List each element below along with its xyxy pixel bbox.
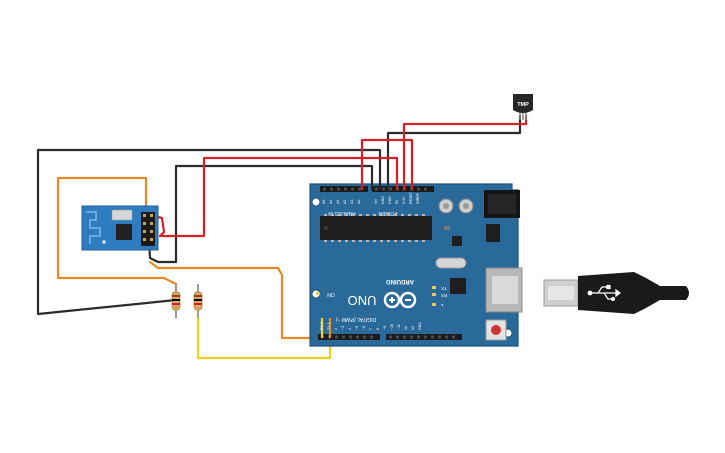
wire-ends [320,182,414,338]
analog-pin-label: A1 [350,200,354,204]
tx-label: TX [441,286,447,291]
esp-chip [116,224,132,240]
l-led [432,303,436,306]
esp8266-module[interactable] [81,205,159,251]
usb-controller-chip [450,278,466,294]
digital-pin-label: GND [418,322,422,330]
black-wire-esp[interactable] [147,164,374,264]
digital-pin-label: 4 [348,328,352,330]
digital-pin-label: ~5 [355,326,359,330]
digital-pin-label: 2 [334,328,338,330]
tmp-label: TMP [517,102,529,108]
digital-pin-label: 7 [369,328,373,330]
digital-pin-label: 8 [376,328,380,330]
resistor-1[interactable] [171,284,181,318]
wires [36,114,528,360]
black-wire-gnd-left[interactable] [36,148,382,316]
red-wire-esp-3v3[interactable] [148,156,399,238]
power-pin-label: 5V [395,199,399,204]
power-label: POWER [378,210,397,216]
analog-pin-label: A4 [329,200,333,204]
tx-led [432,286,436,289]
power-pin-label: RESET [409,191,413,204]
model-label: UNO [348,293,377,308]
power-pin-label: GND [381,196,385,204]
analog-label: ANALOG IN [328,210,356,216]
on-label: ON [327,291,335,297]
digital-pin-label: 12 [404,326,408,330]
digital-pin-label: ~3 [341,326,345,330]
digital-pin-label: ~11 [397,324,401,330]
power-pin-label: 3.3V [402,196,406,204]
power-pin-label: IOREF [416,192,420,204]
analog-pin-label: A0 [357,200,361,204]
digital-pin-label: TX 1 [327,322,331,330]
resistor-2[interactable] [193,284,203,318]
rx-label: RX [441,293,447,298]
brand-label: ARDUINO [386,278,414,284]
esp-flash [111,209,133,221]
digital-pin-label: 13 [411,326,415,330]
rx-led [432,293,436,296]
digital-pin-label: ~9 [383,326,387,330]
tmp36-sensor[interactable]: TMP [513,94,533,120]
crystal-oscillator [435,257,467,269]
usb-symbol-icon [587,284,621,302]
power-pin-label: GND [388,196,392,204]
black-wire-tmp-gnd[interactable] [386,114,522,190]
digital-pin-label: ~6 [362,326,366,330]
red-wire-tmp-vout-a0[interactable] [360,138,414,190]
digital-pin-label: RX 0 [320,322,324,330]
red-wire-tmp-5v[interactable] [402,114,528,190]
analog-pin-label: A5 [322,200,326,204]
usb-cable[interactable] [543,272,689,314]
digital-pin-label: ~10 [390,324,394,330]
power-pin-label: Vin [374,199,378,204]
on-led [316,292,320,295]
digital-label: DIGITAL (PWM ~) [336,316,376,322]
arduino-logo-icon [383,291,417,309]
analog-pin-label: A2 [343,200,347,204]
atmega-chip [320,216,432,240]
esp-header [141,212,155,246]
analog-pin-label: A3 [336,200,340,204]
arduino-uno-board[interactable]: POWER ANALOG IN [309,183,523,347]
l-label: L [440,303,443,308]
